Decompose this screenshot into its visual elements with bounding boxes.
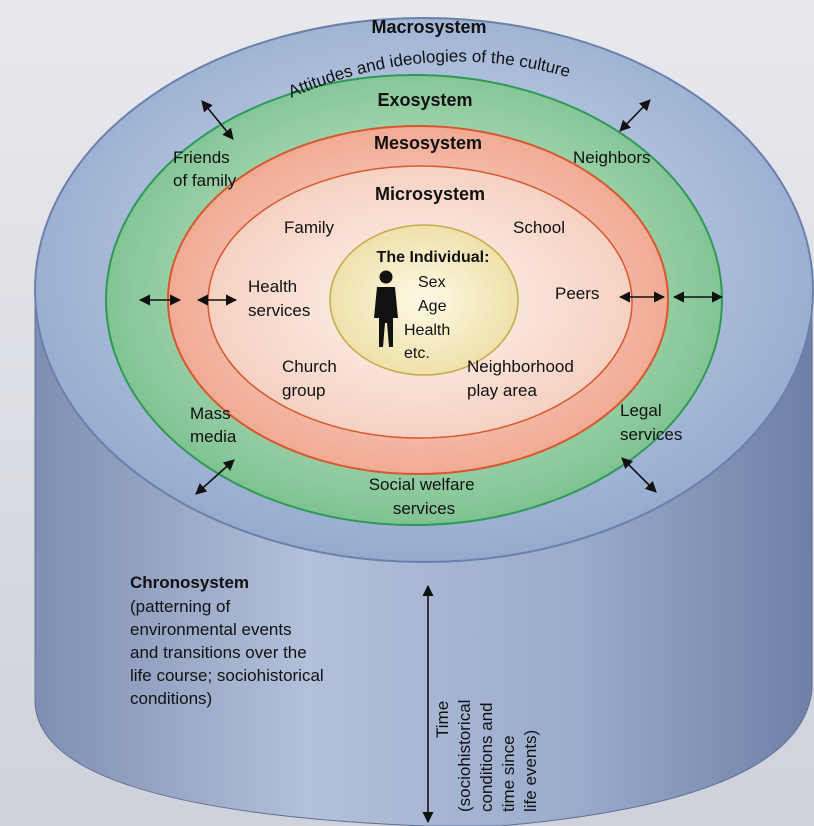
arrow-friends [201,100,234,140]
legal-services-label: Legal services [620,401,682,444]
friends-of-family-label: Friends of family [173,148,237,190]
social-welfare-label: Social welfare services [369,475,480,518]
microsystem-label: Microsystem [375,184,485,204]
arrow-neighbors [619,99,651,132]
peers-label: Peers [555,284,599,303]
chronosystem-description: (patterning of environmental events and … [130,597,328,708]
school-label: School [513,218,565,237]
neighborhood-play-area-label: Neighborhood play area [467,357,579,400]
individual-age: Age [418,298,447,315]
individual-title: The Individual: [377,249,490,266]
time-axis-label: Time [433,701,452,738]
mass-media-label: Mass media [190,404,237,446]
individual-etc: etc. [404,345,430,362]
individual-sex: Sex [418,274,446,291]
neighbors-label: Neighbors [573,148,651,167]
church-group-label: Church group [282,357,342,400]
exosystem-label: Exosystem [377,90,472,110]
family-label: Family [284,218,335,237]
person-icon [374,270,398,347]
individual-core [329,224,519,376]
arrow-legal [621,457,657,493]
macrosystem-label: Macrosystem [371,17,486,37]
arrow-mass-media [195,459,235,495]
health-services-label: Health services [248,277,310,320]
individual-health: Health [404,322,450,339]
mesosystem-label: Mesosystem [374,133,482,153]
time-axis-desc: (sociohistorical conditions and time sin… [455,695,540,812]
chronosystem-title: Chronosystem [130,573,249,592]
